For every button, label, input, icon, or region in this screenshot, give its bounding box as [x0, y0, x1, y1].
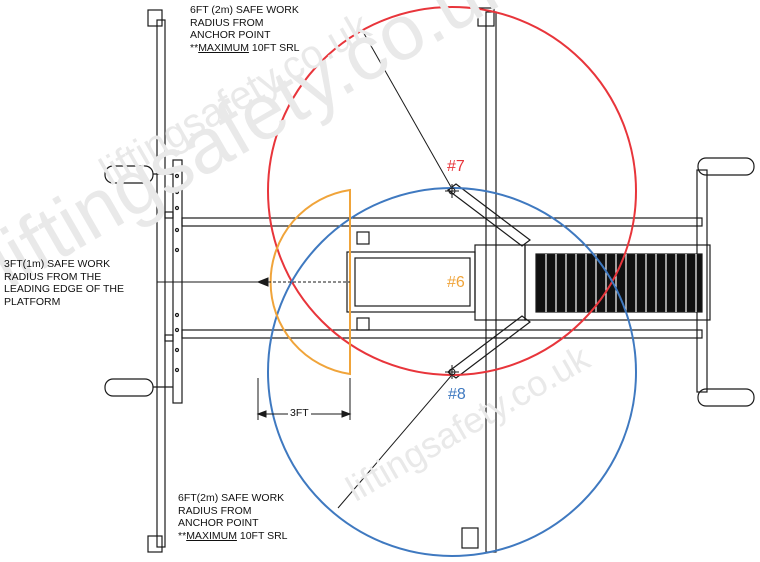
left-note-line-3: LEADING EDGE OF THE	[4, 283, 124, 295]
left-note-line-2: RADIUS FROM THE	[4, 270, 102, 283]
marker-6: #6	[447, 274, 465, 291]
left-top-clamp	[147, 9, 163, 27]
left-brace-bottom	[164, 334, 174, 342]
bottom-note-line-3: ANCHOR POINT	[178, 517, 259, 529]
bottom-note-maximum: MAXIMUM	[186, 529, 237, 542]
bottom-leader-line	[337, 375, 452, 509]
leader-lines	[157, 29, 452, 509]
right-lower-wheel	[697, 388, 755, 407]
left-lower-wheel	[104, 378, 154, 397]
left-bottom-clamp	[147, 535, 163, 553]
right-bottom-clamp	[461, 527, 479, 549]
conveyor-body	[524, 244, 711, 321]
top-note-maximum: MAXIMUM	[198, 41, 249, 54]
radius-arrowhead	[256, 277, 269, 287]
left-brace-top	[164, 211, 174, 219]
top-note-line-2: RADIUS FROM	[190, 16, 264, 29]
anchor-arm-7	[447, 183, 531, 247]
bottom-note-line-2: RADIUS FROM	[178, 504, 252, 517]
top-note-line-1: 6FT (2m) SAFE WORK	[190, 4, 299, 16]
bottom-note-line-1: 6FT(2m) SAFE WORK	[178, 492, 285, 504]
dimension-3ft	[256, 378, 352, 420]
marker-7: #7	[447, 158, 465, 175]
left-radius-note: 3FT(1m) SAFE WORK RADIUS FROM THE LEADIN…	[4, 258, 124, 308]
top-radius-note: 6FT (2m) SAFE WORK RADIUS FROM ANCHOR PO…	[190, 4, 300, 54]
anchor-arm-8	[447, 315, 531, 379]
left-upper-wheel	[104, 165, 154, 184]
top-leader-line	[361, 29, 452, 188]
bottom-note-line-4: **MAXIMUM 10FT SRL	[178, 529, 288, 542]
orange-leading-edge-arc	[269, 188, 351, 376]
lower-beam	[181, 329, 703, 339]
top-note-line-4: **MAXIMUM 10FT SRL	[190, 41, 300, 54]
right-upper-wheel	[697, 157, 755, 176]
anchor-point-8	[445, 365, 459, 379]
marker-8: #8	[448, 386, 466, 403]
platform-deck-inner	[354, 257, 471, 307]
deck-clamp-top	[356, 231, 370, 245]
platform-carriage	[474, 244, 526, 321]
conveyor-slats	[535, 253, 703, 313]
left-note-line-4: PLATFORM	[4, 295, 61, 308]
anchor-point-7	[445, 184, 459, 198]
platform	[346, 183, 711, 379]
dimension-label: 3FT	[288, 407, 311, 419]
deck-clamp-bottom	[356, 317, 370, 331]
left-outer-rail	[156, 19, 166, 548]
conveyor-slat-lines	[545, 254, 697, 312]
top-note-line-3: ANCHOR POINT	[190, 29, 271, 41]
upper-beam	[181, 217, 703, 227]
right-top-clamp	[477, 7, 495, 27]
left-note-line-1: 3FT(1m) SAFE WORK	[4, 258, 111, 270]
left-frame	[104, 9, 183, 553]
horizontal-beams	[181, 217, 703, 339]
bottom-radius-note: 6FT(2m) SAFE WORK RADIUS FROM ANCHOR POI…	[178, 492, 288, 542]
right-rail	[485, 11, 497, 553]
